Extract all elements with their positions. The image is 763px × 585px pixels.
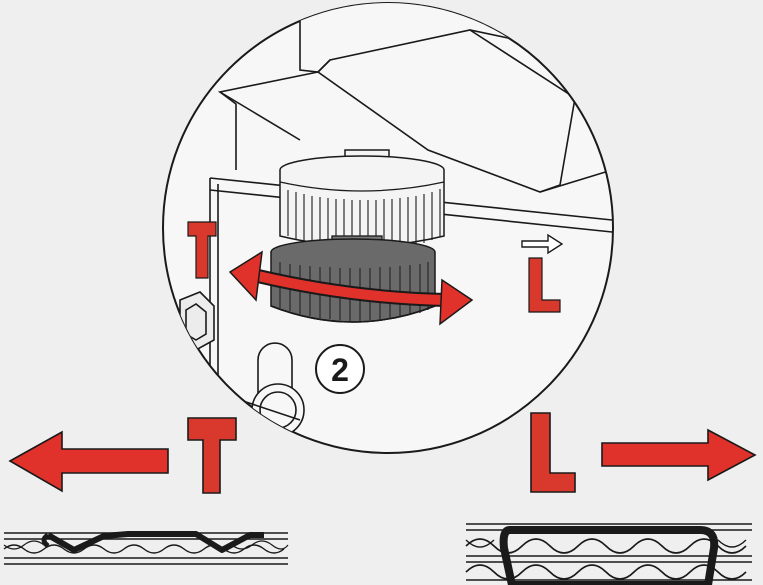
loosen-letter-inside xyxy=(528,257,561,313)
arrow-right-icon xyxy=(601,428,757,482)
magnified-detail-circle: 2 xyxy=(162,2,614,454)
loose-seam-illustration xyxy=(465,523,752,585)
arrow-right-outline-icon xyxy=(521,233,564,255)
loosen-letter-large xyxy=(530,412,576,493)
arrow-left-icon xyxy=(8,430,169,493)
tension-letter-large xyxy=(187,417,237,494)
double-arrow-rotate-icon xyxy=(228,250,474,326)
step-number-text: 2 xyxy=(331,352,349,388)
tight-seam-illustration xyxy=(3,531,289,565)
step-number-badge: 2 xyxy=(315,344,365,394)
upper-tension-knob xyxy=(279,149,445,251)
tension-letter-inside xyxy=(187,221,217,279)
